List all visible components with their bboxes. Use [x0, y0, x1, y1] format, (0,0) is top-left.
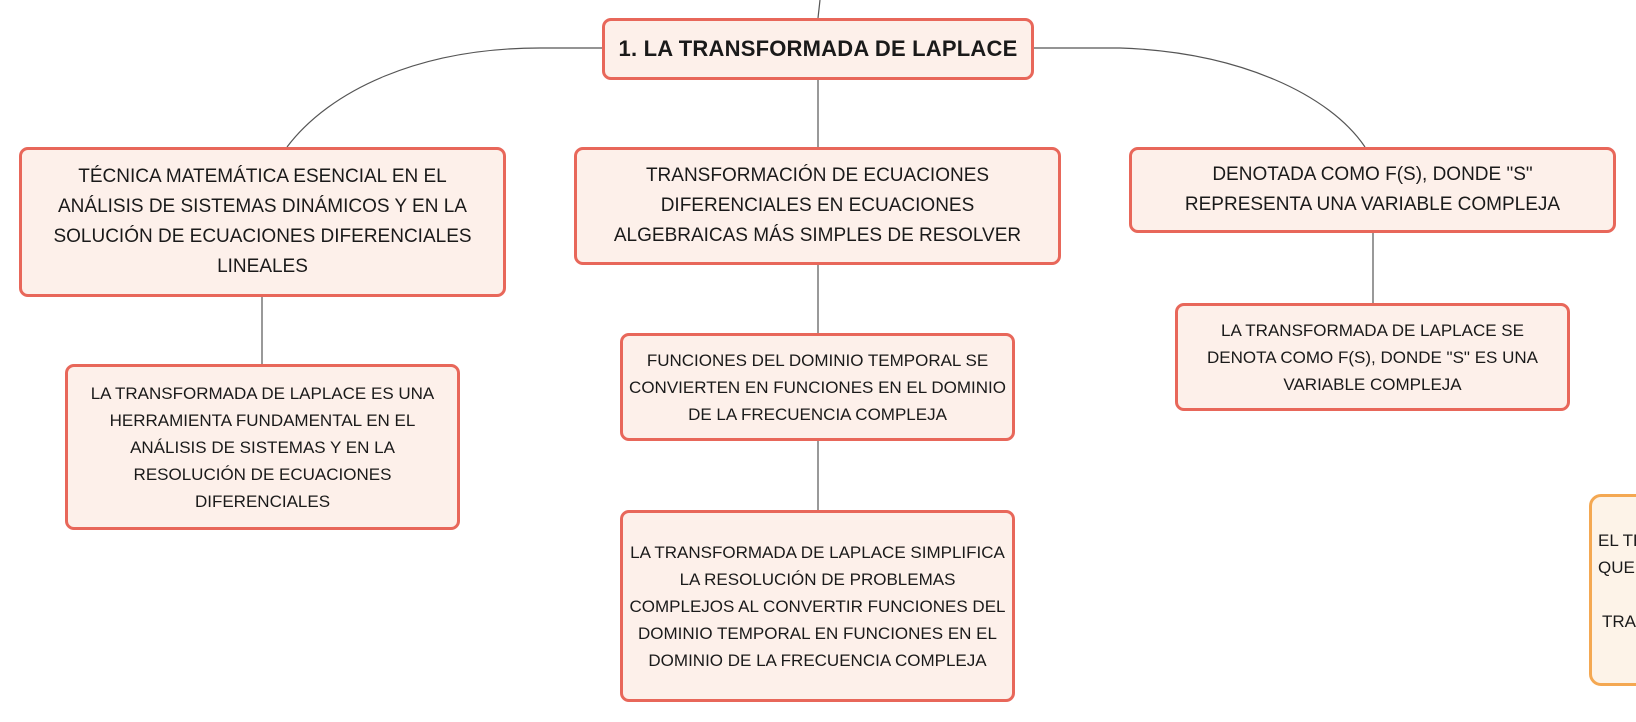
branch-center-child-label: FUNCIONES DEL DOMINIO TEMPORAL SE CONVIE… [629, 350, 1006, 424]
connector-root-left [286, 47, 602, 148]
branch-center-label: TRANSFORMACIÓN DE ECUACIONES DIFERENCIAL… [613, 165, 1022, 246]
branch-left-child-label: LA TRANSFORMADA DE LAPLACE ES UNA HERRAM… [90, 383, 435, 511]
branch-right[interactable]: DENOTADA COMO F(S), DONDE "S" REPRESENTA… [1129, 147, 1616, 233]
connector-incoming-root [817, 0, 821, 19]
branch-left-label: TÉCNICA MATEMÁTICA ESENCIAL EN EL ANÁLIS… [53, 166, 472, 277]
offscreen-topic-line-1: EL TE [1598, 531, 1636, 550]
root-topic-label: 1. LA TRANSFORMADA DE LAPLACE [618, 36, 1018, 61]
branch-right-child-label: LA TRANSFORMADA DE LAPLACE SE DENOTA COM… [1206, 320, 1538, 394]
branch-left[interactable]: TÉCNICA MATEMÁTICA ESENCIAL EN EL ANÁLIS… [19, 147, 506, 297]
branch-left-child[interactable]: LA TRANSFORMADA DE LAPLACE ES UNA HERRAM… [65, 364, 460, 530]
branch-right-child[interactable]: LA TRANSFORMADA DE LAPLACE SE DENOTA COM… [1175, 303, 1570, 411]
branch-center[interactable]: TRANSFORMACIÓN DE ECUACIONES DIFERENCIAL… [574, 147, 1061, 265]
connector-root-right [1032, 47, 1366, 148]
branch-center-grandchild-label: LA TRANSFORMADA DE LAPLACE SIMPLIFICA LA… [629, 542, 1006, 670]
offscreen-topic-line-2: QUE [1598, 558, 1635, 577]
branch-right-label: DENOTADA COMO F(S), DONDE "S" REPRESENTA… [1184, 164, 1561, 215]
offscreen-topic-line-3 [1598, 581, 1636, 608]
branch-center-child[interactable]: FUNCIONES DEL DOMINIO TEMPORAL SE CONVIE… [620, 333, 1015, 441]
branch-center-grandchild[interactable]: LA TRANSFORMADA DE LAPLACE SIMPLIFICA LA… [620, 510, 1015, 702]
offscreen-topic-line-4: TRA [1602, 612, 1636, 631]
root-topic[interactable]: 1. LA TRANSFORMADA DE LAPLACE [602, 18, 1034, 80]
offscreen-topic[interactable]: EL TE QUE TRA [1589, 494, 1636, 686]
